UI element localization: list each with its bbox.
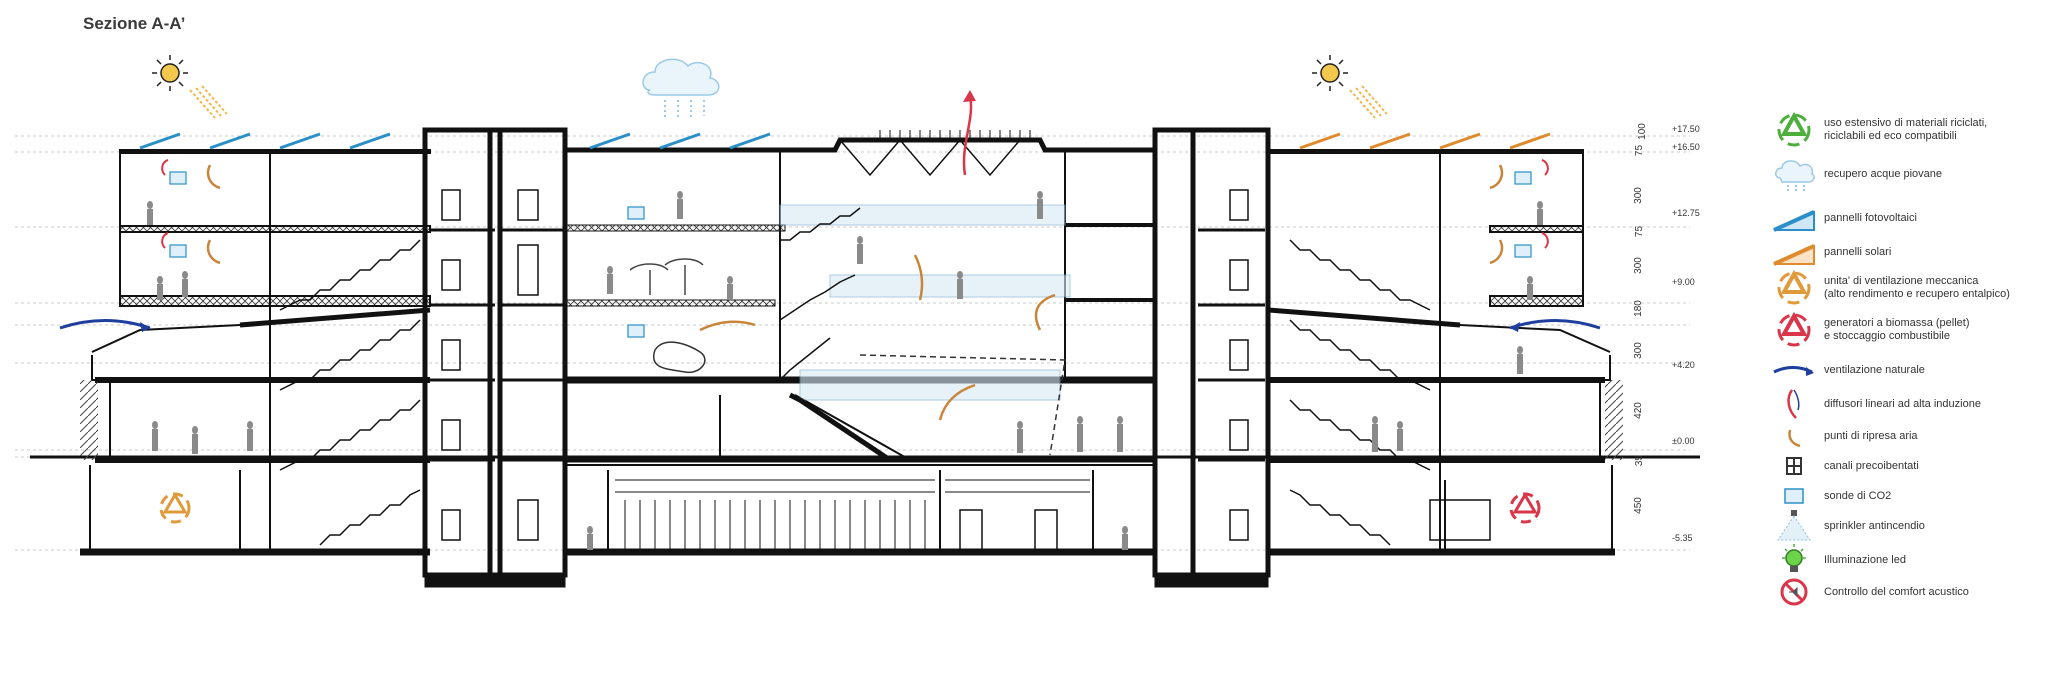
legend-item-mechanical-ventilation: unita' di ventilazione meccanica (alto r… [1770,268,2040,308]
lounge-sculpture [652,341,706,374]
central-staircase [779,207,892,463]
dimension-label: 180 [1632,300,1644,317]
left-stair-hatch [80,380,98,460]
legend-item-induction-diffusers: diffusori lineari ad alta induzione [1770,384,2040,424]
level-label: +17.50 [1672,124,1700,134]
left-core [422,127,568,588]
dimension-label: 75 [1634,144,1646,157]
level-label: -5.35 [1672,533,1693,543]
dimension-label: 100 [1636,123,1648,140]
legend-label: recupero acque piovane [1824,167,1943,180]
co2-probe-icons [169,171,1532,338]
dimension-label: 420 [1632,402,1644,419]
central-block [564,130,1155,556]
level-guide-lines [15,135,1690,551]
dimension-label: 300 [1632,187,1644,204]
right-wing [1267,149,1615,556]
left-staircase [279,239,421,546]
induction-diffusers [161,159,1549,249]
legend-item-solar-panels: pannelli solari [1770,232,2040,272]
right-stair-hatch [1605,380,1623,460]
people-silhouettes [147,191,1543,550]
legend-label: generatori a biomassa (pellet) e stoccag… [1824,317,1970,342]
right-core [1152,127,1271,588]
recycle-red-icon-basement [1509,492,1541,524]
legend-label: unita' di ventilazione meccanica (alto r… [1824,275,2010,300]
sun-icon [152,55,188,91]
dimension-label: 450 [1632,497,1644,514]
sun-rays-icon [189,85,228,119]
section-title: Sezione A-A’ [83,14,186,33]
legend-label: sonde di CO2 [1824,489,1892,502]
legend-item-biomass-generators: generatori a biomassa (pellet) e stoccag… [1770,310,2040,350]
natural-ventilation-arrow-icon [1773,366,1814,376]
level-label: ±0.00 [1672,436,1695,446]
co2-probe-icon [1784,488,1804,504]
sprinkler-icon [1777,510,1811,541]
solar-panels-right [1299,132,1551,150]
legend-item-prebent-ducts: canali precoibentati [1770,446,2040,486]
legend-label: pannelli fotovoltaici [1824,211,1917,224]
recycle-orange-icon-basement [159,492,191,524]
legend-label: pannelli solari [1824,245,1892,258]
legend-item-pv-panels: pannelli fotovoltaici [1770,198,2040,238]
level-label: +16.50 [1672,142,1700,152]
air-return-icon [1788,429,1801,448]
legend-label: canali precoibentati [1824,459,1919,472]
pv-panels-center [589,132,771,150]
legend-item-sprinklers: sprinkler antincendio [1770,506,2040,546]
rain-cloud-icon [642,58,720,120]
rain-cloud-icon [1775,160,1815,192]
legend-label: ventilazione naturale [1824,363,1925,376]
legend-item-recycled-materials: uso estensivo di materiali riciclati, ri… [1770,110,2040,150]
exhaust-air-arrow [962,94,973,176]
legend-item-acoustic-comfort: Controllo del comfort acustico [1770,572,2040,612]
legend-item-air-return: punti di ripresa aria [1770,416,2040,456]
legend-label: uso estensivo di materiali riciclati, ri… [1824,117,1988,142]
legend-label: punti di ripresa aria [1824,429,1918,442]
legend-item-co2-probes: sonde di CO2 [1770,476,2040,516]
legend-label: Illuminazione led [1824,553,1906,566]
induction-diffuser-icon [1787,389,1800,419]
level-label: +4.20 [1672,360,1695,370]
left-wing [80,149,431,556]
photovoltaic-panel-icon [1773,210,1815,232]
dimension-label: 300 [1632,257,1644,274]
air-return-arrows [206,164,1504,421]
atrium-glass [779,204,1071,401]
table-umbrellas [629,258,704,295]
legend-label: Controllo del comfort acustico [1824,585,1969,598]
level-label: +12.75 [1672,208,1700,218]
solar-panel-icon [1773,244,1815,266]
sun-rays-icon-right [1349,85,1388,119]
dimension-label: 75 [1634,225,1646,238]
acoustic-control-icon [1780,578,1808,606]
natural-ventilation-arrow-left [59,319,151,330]
legend-item-led-lighting: Illuminazione led [1770,540,2040,580]
level-label: +9.00 [1672,277,1695,287]
sun-icon-right [1312,55,1348,91]
legend-item-rainwater: recupero acque piovane [1770,154,2040,194]
led-bulb-icon [1782,544,1806,572]
legend-label: diffusori lineari ad alta induzione [1824,397,1981,410]
legend-label: sprinkler antincendio [1824,519,1925,532]
recycle-red-icon [1777,311,1811,347]
atrium-dashed-line [859,354,1066,456]
pv-panels-left [139,132,391,150]
prebent-duct-icon [1786,457,1802,475]
recycle-orange-icon [1777,269,1811,305]
recycle-green-icon [1777,111,1811,147]
right-staircase [1289,239,1431,546]
dimension-label: 300 [1632,342,1644,359]
dimension-label: 35 [1634,454,1646,467]
natural-ventilation-arrow-right [1509,319,1601,330]
legend-item-natural-ventilation: ventilazione naturale [1770,350,2040,390]
